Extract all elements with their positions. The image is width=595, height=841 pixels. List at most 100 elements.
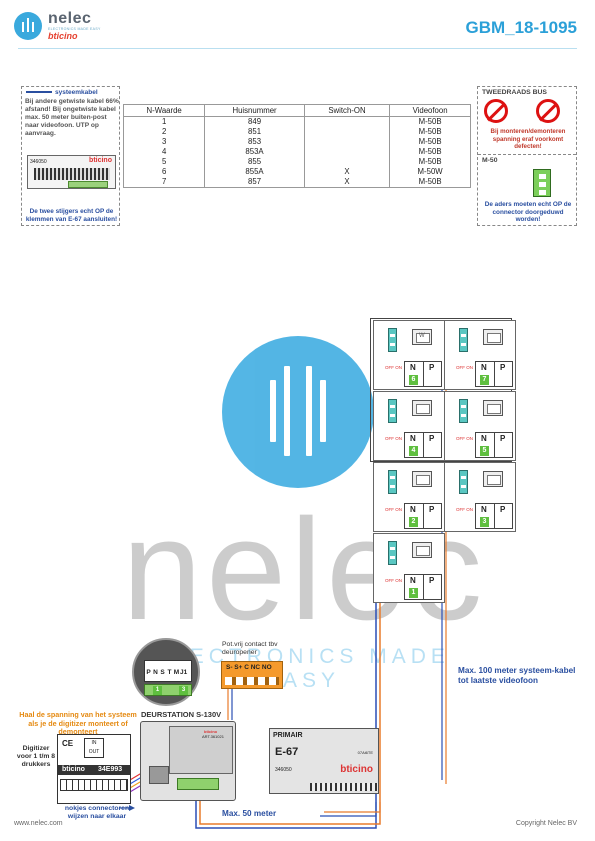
doorstation-terminal — [177, 778, 219, 790]
digitizer-label: Digitizer voor 1 t/m 8 drukkers — [16, 745, 56, 768]
nelec-logo: nelec ELECTRONICS MADE EASY bticino — [14, 10, 124, 44]
doorstation-module: bticino ART.361021 — [169, 726, 233, 774]
system-cable-note-box: systeemkabel Bij andere getwiste kabel 6… — [21, 86, 120, 226]
digitizer-label-bar — [58, 765, 130, 775]
ce-mark: CE — [62, 739, 74, 748]
monitor-icon — [483, 329, 503, 345]
m50-connector-icon — [533, 169, 551, 197]
bus-title: TWEEDRAADS BUS — [482, 89, 547, 96]
p-label: P — [429, 505, 435, 514]
n-value-badge: 1 — [409, 588, 418, 598]
apartment-grid-frame — [370, 318, 512, 462]
box-divider — [478, 154, 576, 155]
terminal-brand: bticino — [89, 157, 112, 164]
table-cell: 6 — [122, 167, 206, 177]
n-value-badge: 3 — [480, 517, 489, 527]
max-100-label: Max. 100 meter systeem-kabel tot laatste… — [458, 666, 576, 685]
max-50-label: Max. 50 meter — [222, 809, 277, 818]
table-cell: 2 — [122, 127, 206, 137]
m50-title: M-50 — [482, 157, 498, 164]
monitor-icon — [483, 471, 503, 487]
table-header-row: N-Waarde Huisnummer Switch-ON Videofoon — [122, 104, 471, 117]
table-cell — [303, 127, 391, 137]
table-cell: 855A — [204, 167, 305, 177]
header-divider — [18, 48, 577, 49]
doorstation-terminal-zoom: PNSTMJ1J2 1 3 — [132, 638, 200, 706]
n-value-badge: 5 — [480, 446, 489, 456]
monitor-label: W — [419, 333, 425, 339]
unit-connector — [388, 541, 397, 565]
e67-code2: 07Ai6TE — [357, 750, 373, 755]
table-cell: M-50B — [389, 116, 471, 127]
digitizer-pins — [60, 779, 128, 791]
e67-brand: bticino — [340, 764, 373, 775]
relay-title: Pot.vrij contact tbv deuropener — [222, 641, 278, 656]
pin-label: M — [173, 669, 180, 676]
table-cell: M-50W — [389, 167, 471, 177]
table-cell: X — [303, 167, 391, 177]
column-header: Huisnummer — [204, 104, 305, 117]
table-cell: 853 — [204, 137, 305, 147]
relay-module: S- S+ C NC NO — [221, 661, 283, 689]
table-cell: M-50B — [389, 177, 471, 188]
logo-tagline: ELECTRONICS MADE EASY — [48, 27, 101, 31]
column-header: Switch-ON — [303, 104, 391, 117]
nelec-logo-icon — [14, 12, 42, 40]
e67-power-supply: PRIMAIR E-67 07Ai6TE 346050 bticino — [269, 728, 379, 794]
doorstation-label: DEURSTATION S-130V — [141, 710, 222, 719]
unit-connector — [459, 470, 468, 494]
column-header: Videofoon — [389, 104, 471, 117]
e67-primair-label: PRIMAIR — [273, 732, 303, 739]
relay-screws — [225, 677, 279, 685]
terminal-connector — [68, 181, 108, 188]
relay-pin-labels: S- S+ C NC NO — [226, 664, 272, 671]
n-label: N — [410, 576, 416, 585]
switch-off-on: OFF ON — [385, 365, 402, 370]
unit-connector — [388, 470, 397, 494]
unit-connector — [388, 399, 397, 423]
two-wire-bus-box: TWEEDRAADS BUS Bij monteren/demonteren s… — [477, 86, 577, 226]
table-cell: 855 — [204, 157, 305, 167]
table-cell — [303, 157, 391, 167]
doorstation-zoom-terminal: 1 3 — [144, 684, 192, 696]
table-cell: M-50B — [389, 147, 471, 157]
doorstation-part: ART.361021 — [202, 734, 224, 739]
logo-sub: bticino — [48, 31, 78, 41]
table-cell: 857 — [204, 177, 305, 188]
table-cell: 4 — [122, 147, 206, 157]
switch-off-on: OFF ON — [456, 507, 473, 512]
n-value-table: N-Waarde Huisnummer Switch-ON Videofoon … — [122, 104, 471, 188]
digitizer-brand: bticino — [62, 766, 85, 773]
footer-website: www.nelec.com — [14, 820, 63, 827]
terminal-number: 3 — [179, 686, 188, 695]
terminal-number: 1 — [153, 686, 162, 695]
n-value-badge: 7 — [480, 375, 489, 385]
switch-off-on: OFF ON — [385, 578, 402, 583]
table-cell: X — [303, 177, 391, 188]
power-warning-text: Bij monteren/demonteren spanning eraf vo… — [490, 128, 566, 150]
unit-connector — [388, 328, 397, 352]
p-label: P — [500, 505, 506, 514]
doorstation-s130v: bticino ART.361021 — [140, 721, 236, 801]
pin-label: S — [160, 669, 165, 676]
table-cell: M-50B — [389, 127, 471, 137]
monitor-icon — [412, 400, 432, 416]
table-cell: M-50B — [389, 157, 471, 167]
table-cell: 3 — [122, 137, 206, 147]
